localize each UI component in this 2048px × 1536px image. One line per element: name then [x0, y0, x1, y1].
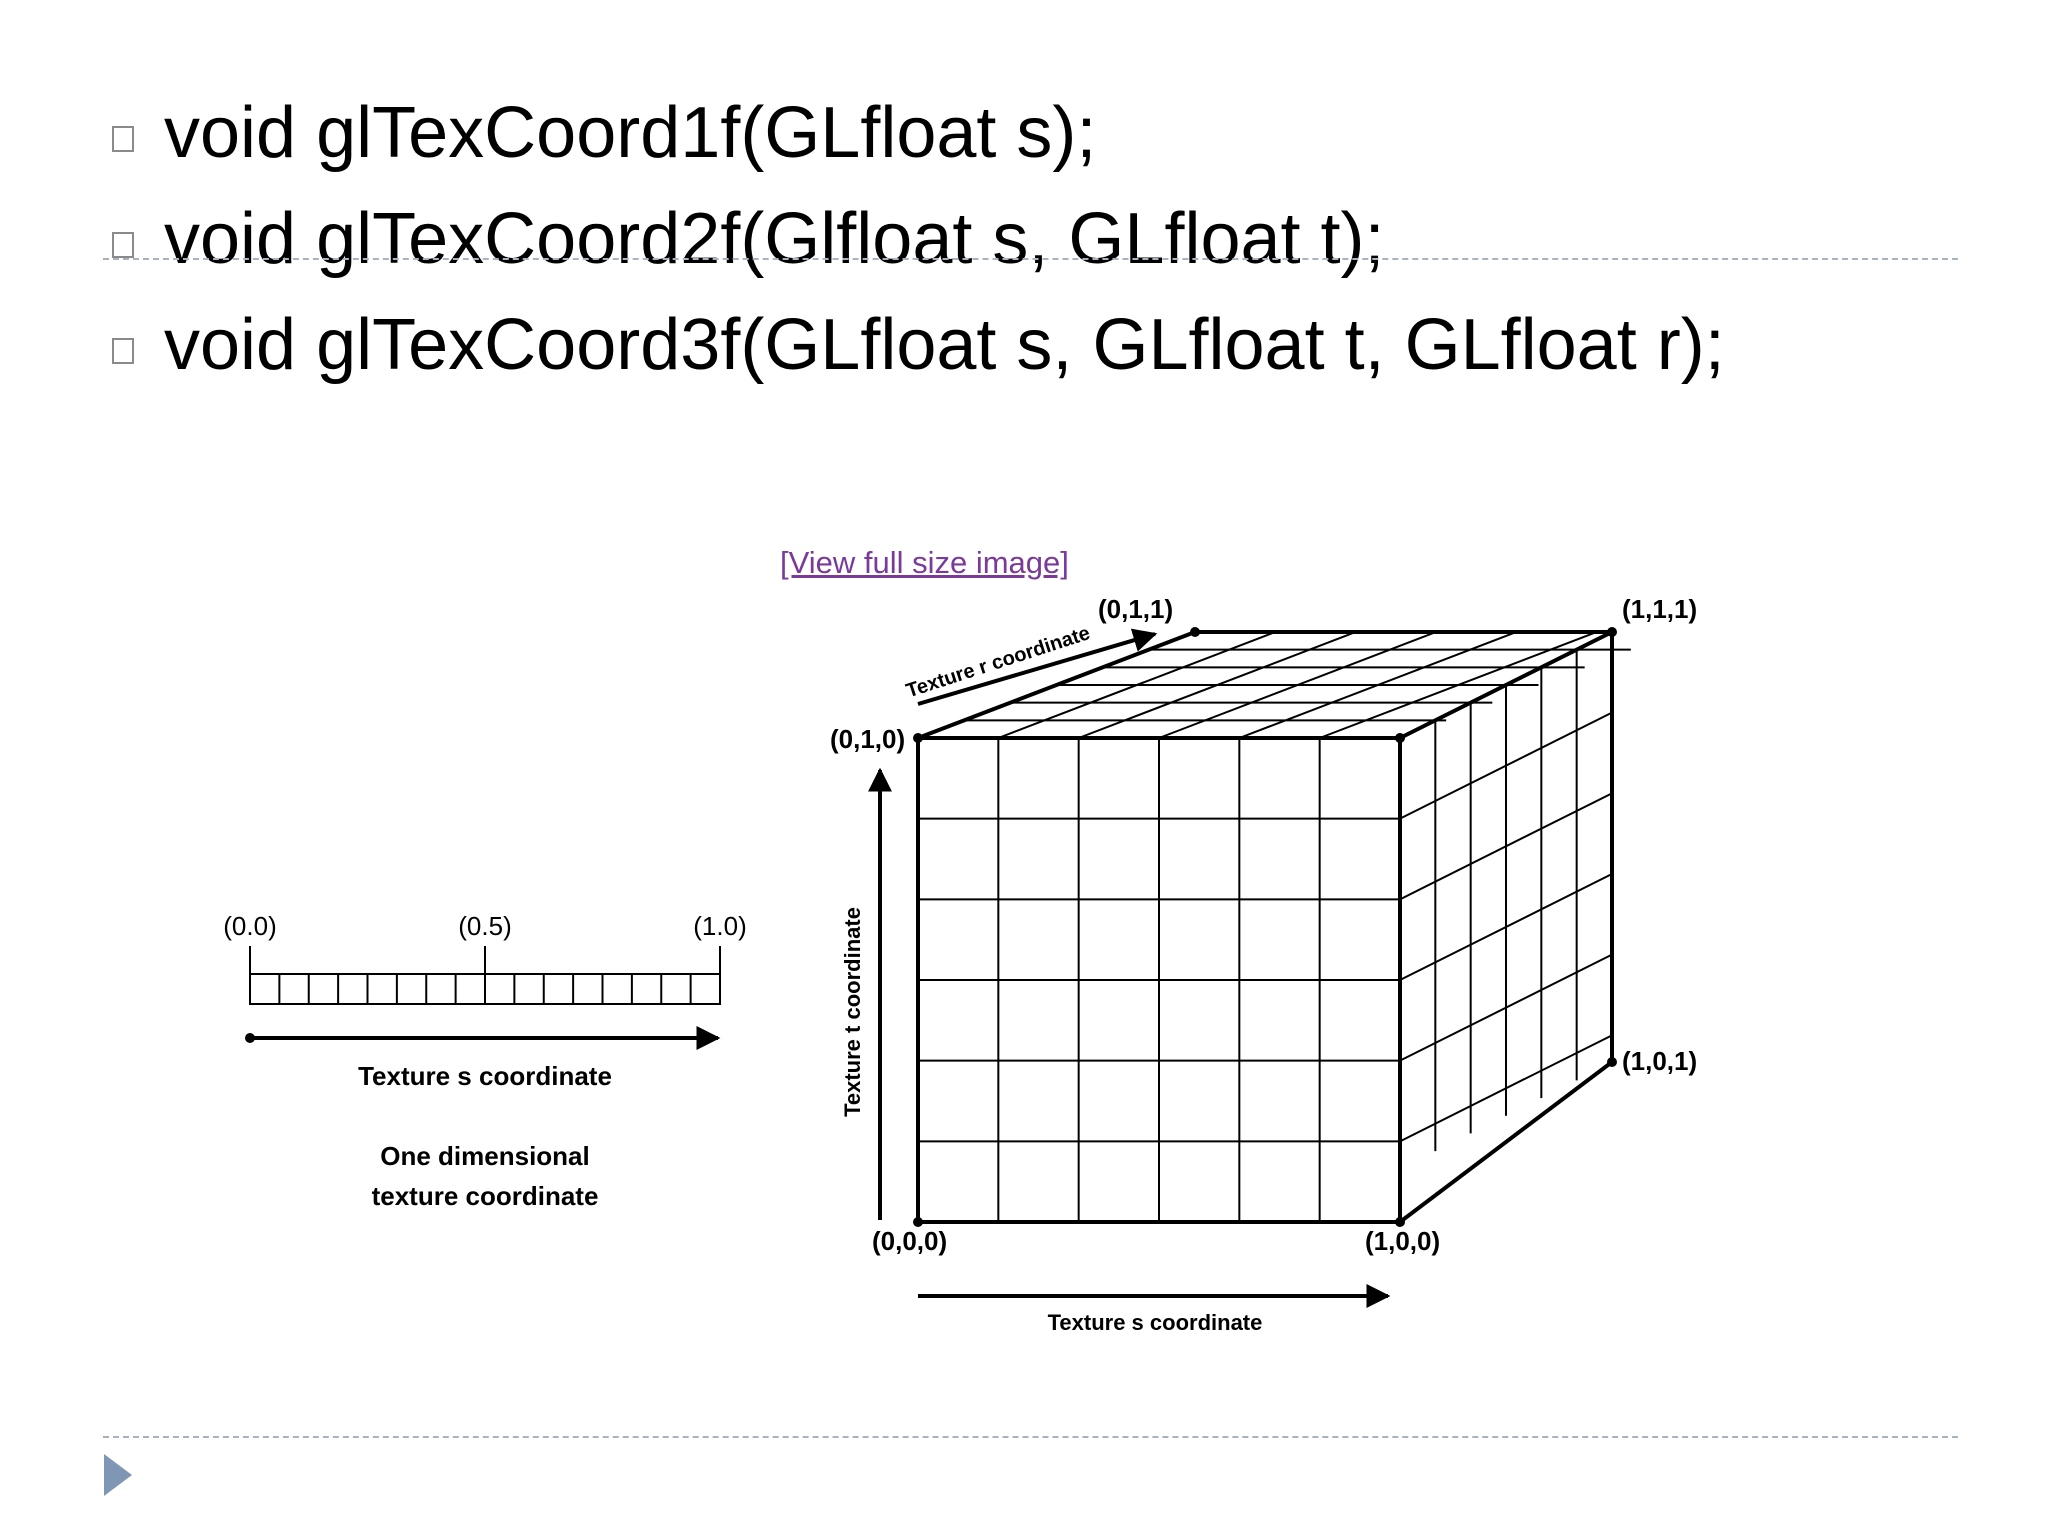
corner-label-010: (0,1,0)	[830, 724, 905, 754]
bullet-square-icon	[112, 338, 134, 364]
label-mid: (0.5)	[458, 911, 511, 941]
three-dimensional-cube-diagram: (0,0,0) (1,0,0) (0,1,0) (0,1,1) (1,1,1) …	[830, 594, 1697, 1335]
caption-line-2: texture coordinate	[372, 1181, 599, 1211]
s-axis-label: Texture s coordinate	[358, 1061, 612, 1091]
bullet-item: void glTexCoord2f(Glfloat s, GLfloat t);	[112, 186, 1725, 292]
bullet-square-icon	[112, 232, 134, 258]
view-full-size-link[interactable]: [View full size image]	[780, 545, 1069, 580]
divider-top	[103, 258, 1958, 260]
cube-top-edges	[917, 630, 1613, 740]
corner-dot	[1190, 627, 1200, 637]
corner-dot	[1607, 1057, 1617, 1067]
corner-dot	[913, 1217, 923, 1227]
corner-label-101: (1,0,1)	[1622, 1046, 1697, 1076]
caption-line-1: One dimensional	[380, 1141, 590, 1171]
label-start: (0.0)	[223, 911, 276, 941]
next-slide-arrow-icon[interactable]	[104, 1454, 132, 1496]
divider-bottom	[103, 1436, 1958, 1438]
corner-dot	[1395, 1217, 1405, 1227]
texture-strip-cells	[278, 974, 692, 1004]
corner-dot	[1395, 733, 1405, 743]
corner-dot	[1607, 627, 1617, 637]
bullet-text: void glTexCoord1f(GLfloat s);	[164, 93, 1097, 173]
bullet-text: void glTexCoord3f(GLfloat s, GLfloat t, …	[164, 305, 1725, 385]
bullet-square-icon	[112, 126, 134, 152]
s-axis-label-3d: Texture s coordinate	[1048, 1310, 1263, 1335]
corner-label-100: (1,0,0)	[1365, 1226, 1440, 1256]
label-end: (1.0)	[693, 911, 746, 941]
corner-label-111: (1,1,1)	[1622, 594, 1697, 624]
corner-label-011: (0,1,1)	[1098, 594, 1173, 624]
bullet-item: void glTexCoord3f(GLfloat s, GLfloat t, …	[112, 292, 1725, 398]
one-dimensional-diagram: (0.0) (0.5) (1.0) Texture s coordinate O…	[223, 911, 746, 1211]
corner-dot	[913, 733, 923, 743]
corner-label-000: (0,0,0)	[872, 1226, 947, 1256]
bullet-text: void glTexCoord2f(Glfloat s, GLfloat t);	[164, 199, 1385, 279]
bullet-list: void glTexCoord1f(GLfloat s); void glTex…	[112, 80, 1725, 398]
cube-grid-lines	[918, 631, 1631, 1222]
bullet-item: void glTexCoord1f(GLfloat s);	[112, 80, 1725, 186]
r-axis-arrow	[917, 628, 1158, 706]
t-axis-label: Texture t coordinate	[840, 907, 865, 1117]
